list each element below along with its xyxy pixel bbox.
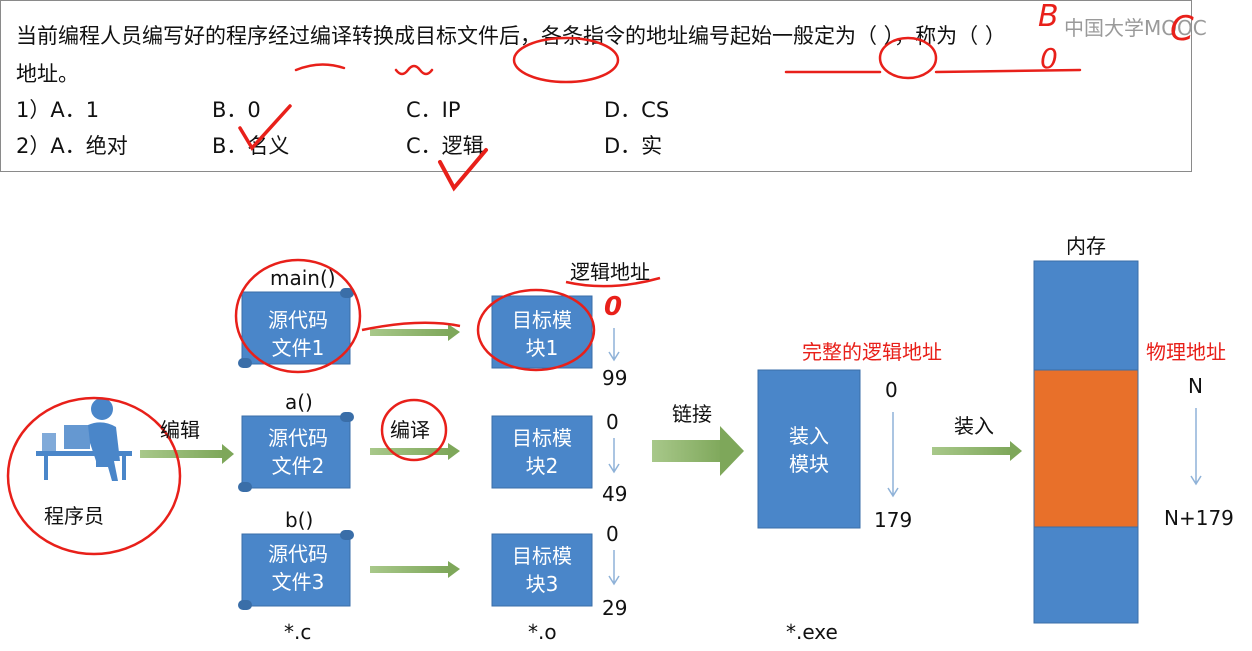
annotation-zero: 0 — [1040, 42, 1058, 75]
option-2a: 2）A．绝对 — [16, 134, 128, 158]
memory-block-bottom — [1033, 526, 1139, 624]
object-3-start: 0 — [606, 522, 619, 546]
edit-label: 编辑 — [160, 418, 200, 442]
ext-o-label: *.o — [528, 620, 557, 644]
physical-end: N+179 — [1164, 506, 1234, 530]
load-module-start: 0 — [885, 378, 898, 402]
load-label: 装入 — [954, 414, 994, 438]
memory-block-used — [1033, 369, 1139, 528]
load-module-text: 装入模块 — [789, 424, 829, 476]
question-line-2: 地址。 — [16, 62, 79, 86]
option-1d: D．CS — [604, 98, 670, 122]
object-1-start: 0 — [604, 292, 623, 322]
compile-label: 编译 — [390, 418, 430, 442]
compile-arrow-2 — [370, 443, 460, 460]
full-logical-address-label: 完整的逻辑地址 — [802, 340, 942, 364]
object-3-text: 目标模块3 — [512, 544, 572, 596]
physical-start: N — [1188, 374, 1203, 398]
source-2-text: 源代码文件2 — [268, 426, 328, 478]
check-mark-icon — [438, 148, 488, 192]
compile-arrow-1 — [370, 324, 460, 341]
source-scroll-2 — [238, 412, 354, 492]
link-arrow — [652, 426, 744, 476]
object-2-end: 49 — [602, 482, 628, 506]
logical-address-label: 逻辑地址 — [570, 260, 650, 284]
ext-exe-label: *.exe — [786, 620, 838, 644]
physical-address-label: 物理地址 — [1146, 340, 1226, 364]
compile-arrow-3 — [370, 561, 460, 578]
mooc-watermark: 中国大学MOOC — [1064, 16, 1207, 40]
load-module-box — [757, 369, 861, 529]
option-1b: B．0 — [212, 98, 261, 122]
option-1a: 1）A．1 — [16, 98, 100, 122]
object-module-3 — [491, 533, 593, 607]
ext-c-label: *.c — [284, 620, 312, 644]
object-module-1 — [491, 295, 593, 369]
function-main: main() — [270, 266, 336, 290]
object-3-end: 29 — [602, 596, 628, 620]
question-line-1: 当前编程人员编写好的程序经过编译转换成目标文件后，各条指令的地址编号起始一般定为… — [16, 24, 1006, 48]
programmer-icon — [36, 398, 132, 481]
option-2d: D．实 — [604, 134, 663, 158]
source-scroll-1 — [238, 288, 354, 368]
annotation-c: C — [1170, 9, 1194, 49]
object-2-text: 目标模块2 — [512, 426, 572, 478]
function-b: b() — [285, 508, 314, 532]
edit-arrow — [140, 444, 234, 464]
source-1-text: 源代码文件1 — [268, 308, 328, 360]
object-1-end: 99 — [602, 366, 628, 390]
load-arrow — [932, 441, 1022, 461]
option-2c: C．逻辑 — [406, 134, 484, 158]
source-scroll-3 — [238, 530, 354, 610]
object-module-2 — [491, 415, 593, 489]
object-1-text: 目标模块1 — [512, 308, 572, 360]
source-3-text: 源代码文件3 — [268, 542, 328, 594]
option-1c: C．IP — [406, 98, 461, 122]
link-label: 链接 — [672, 402, 712, 426]
question-box: 当前编程人员编写好的程序经过编译转换成目标文件后，各条指令的地址编号起始一般定为… — [0, 0, 1192, 172]
load-module-end: 179 — [874, 508, 913, 532]
function-a: a() — [285, 390, 313, 414]
diagram — [6, 258, 1202, 624]
object-2-start: 0 — [606, 410, 619, 434]
memory-label: 内存 — [1066, 234, 1106, 258]
annotation-b: B — [1038, 0, 1059, 34]
memory-block-top — [1033, 260, 1139, 371]
programmer-label: 程序员 — [44, 504, 104, 528]
check-mark-icon — [238, 104, 292, 151]
